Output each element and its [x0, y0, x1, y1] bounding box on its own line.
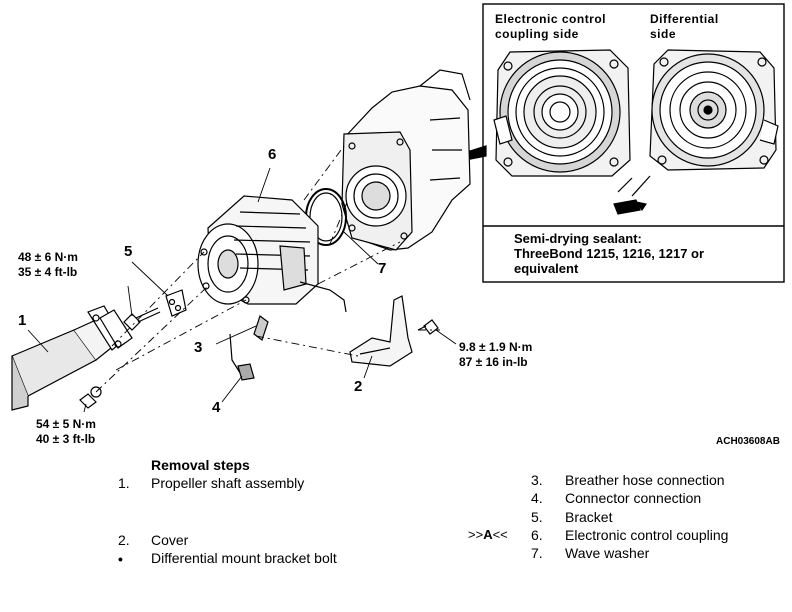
removal-steps-title: Removal steps: [151, 457, 250, 473]
step-marker-4: 4.: [531, 490, 543, 506]
step-text-3: Breather hose connection: [565, 472, 725, 488]
ecc-side-line1: Electronic control: [495, 12, 607, 26]
cover-2-drawing: [349, 295, 413, 367]
torque-cover-bolt-inlb: 87 ± 16 in-lb: [459, 355, 528, 369]
exploded-view-illustration: [11, 3, 785, 413]
step-marker-7: 7.: [531, 545, 543, 561]
service-marker-prefix: >>: [468, 527, 484, 542]
torque-bracket-bolt-ftlb: 35 ± 4 ft-lb: [18, 265, 78, 279]
step-text-4: Connector connection: [565, 490, 702, 506]
callout-leaders: [27, 167, 457, 413]
breather-hose-drawing: [229, 281, 347, 377]
service-marker-letter: A: [483, 527, 493, 542]
step-text-2: Cover: [151, 532, 189, 548]
inset-frame: [482, 3, 785, 283]
step-marker-3: 3.: [531, 472, 543, 488]
sealant-tube-drawing: [613, 175, 651, 215]
service-marker-a: >>A<<: [468, 527, 508, 542]
callout-2: 2: [354, 378, 363, 395]
step-marker-5: 5.: [531, 509, 543, 525]
bracket-bolt-drawing: [123, 307, 161, 331]
cover-bolt-drawing: [417, 319, 439, 335]
sealant-spec: ThreeBond 1215, 1216, 1217 or: [514, 246, 705, 261]
callout-4: 4: [212, 399, 221, 416]
sealant-note: Semi-drying sealant: ThreeBond 1215, 121…: [514, 231, 704, 276]
inset-label-ecc-side: Electronic control coupling side: [495, 12, 606, 42]
diff-side-line1: Differential: [650, 12, 719, 26]
torque-cover-bolt: 9.8 ± 1.9 N·m 87 ± 16 in-lb: [459, 340, 532, 370]
figure-code: ACH03608AB: [716, 436, 780, 447]
inset-label-differential-side: Differential side: [650, 12, 719, 42]
sealant-equivalent: equivalent: [514, 261, 579, 276]
callout-7: 7: [378, 260, 387, 277]
callout-3: 3: [194, 339, 203, 356]
step-text-5: Bracket: [565, 509, 613, 525]
sealant-title: Semi-drying sealant:: [514, 231, 642, 246]
step-text-7: Wave washer: [565, 545, 650, 561]
differential-side-face-drawing: [649, 49, 779, 171]
service-marker-suffix: <<: [492, 527, 508, 542]
step-marker-bullet: •: [118, 551, 123, 567]
torque-cover-bolt-nm: 9.8 ± 1.9 N·m: [459, 340, 533, 354]
ecc-side-face-drawing: [493, 49, 631, 177]
callout-5: 5: [124, 243, 133, 260]
propeller-shaft-drawing: [11, 305, 133, 411]
torque-propeller-nut-ftlb: 40 ± 3 ft-lb: [36, 432, 96, 446]
torque-propeller-nut-nm: 54 ± 5 N·m: [36, 417, 96, 431]
electronic-control-coupling-drawing: [197, 195, 319, 305]
step-text-6: Electronic control coupling: [565, 527, 729, 543]
differential-housing-drawing: [341, 69, 471, 251]
callout-1: 1: [18, 312, 27, 329]
torque-propeller-nut: 54 ± 5 N·m 40 ± 3 ft-lb: [36, 417, 96, 447]
step-text-1: Propeller shaft assembly: [151, 475, 305, 491]
torque-bracket-bolt: 48 ± 6 N·m 35 ± 4 ft-lb: [18, 250, 78, 280]
step-text-bullet: Differential mount bracket bolt: [151, 550, 337, 566]
step-marker-2: 2.: [118, 532, 130, 548]
step-marker-6: 6.: [531, 527, 543, 543]
ecc-side-line2: coupling side: [495, 27, 579, 41]
torque-bracket-bolt-nm: 48 ± 6 N·m: [18, 250, 78, 264]
bracket-5-drawing: [165, 289, 187, 317]
callout-6: 6: [268, 146, 277, 163]
step-marker-1: 1.: [118, 475, 130, 491]
assembly-guide-lines: [95, 145, 440, 393]
diff-side-line2: side: [650, 27, 677, 41]
